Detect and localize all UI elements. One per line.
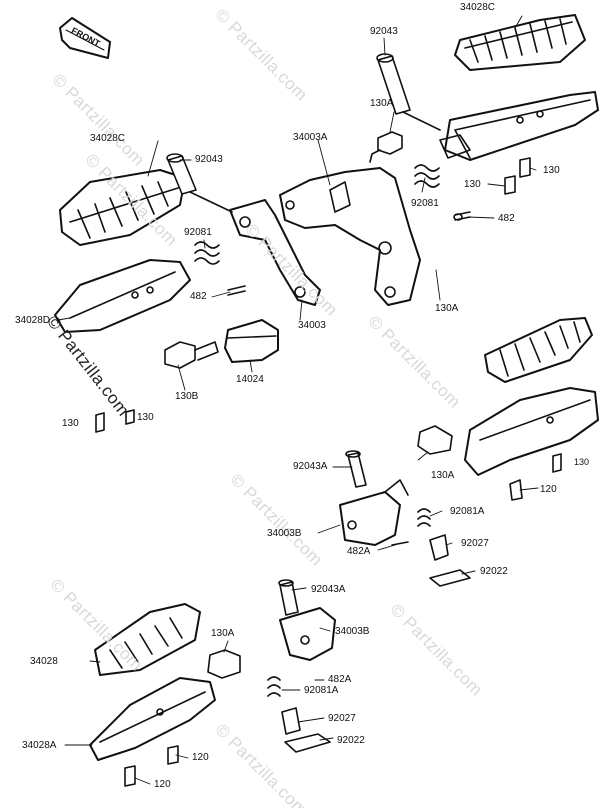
pin-92043-left — [166, 153, 233, 213]
cotter-482a-middle — [391, 541, 409, 546]
callout-34003b-bottom: 34003B — [335, 626, 370, 637]
bracket-34003 — [229, 199, 321, 306]
pin-92043a-bottom — [278, 579, 299, 616]
front-arrow-icon — [59, 17, 111, 59]
pin-92043-top — [376, 53, 441, 131]
callout-120-middle: 120 — [540, 484, 557, 495]
callout-92081-left: 92081 — [184, 227, 212, 238]
callout-130a-bottom: 130A — [211, 628, 235, 639]
callout-130-middle: 130 — [574, 457, 590, 467]
callout-14024: 14024 — [236, 374, 264, 385]
callout-92081-right: 92081 — [411, 198, 439, 209]
leader-lines — [57, 15, 539, 785]
callout-130a-mid: 130A — [431, 470, 455, 481]
callout-34028: 34028 — [30, 656, 58, 667]
callout-130-left-2: 130 — [137, 412, 154, 423]
bracket-34003b-middle — [339, 479, 409, 546]
callout-92022-middle: 92022 — [480, 566, 508, 577]
callout-482-right: 482 — [498, 213, 515, 224]
callout-120-bottom-1: 120 — [192, 752, 209, 763]
pin-92027-bottom — [281, 707, 301, 735]
bolt-120-middle — [509, 479, 523, 501]
footpeg-bracket-middle — [464, 387, 599, 476]
callout-92027-middle: 92027 — [461, 538, 489, 549]
bolt-130-middle — [552, 453, 562, 473]
cotter-482-left — [227, 285, 246, 296]
callout-130b: 130B — [175, 391, 199, 402]
callout-92043-left: 92043 — [195, 154, 223, 165]
footpeg-bracket-left — [54, 259, 191, 333]
bolt-120-bottom — [124, 745, 179, 787]
callout-34003: 34003 — [298, 320, 326, 331]
callout-34003b-middle: 34003B — [267, 528, 302, 539]
cotter-482-right — [453, 211, 471, 221]
bracket-34003b-bottom — [279, 607, 336, 661]
spring-92081-left — [194, 241, 220, 265]
callout-130-right-2: 130 — [464, 179, 481, 190]
callout-92043-top: 92043 — [370, 26, 398, 37]
footpeg-rubber-top-right — [454, 14, 586, 71]
callout-92081a-bottom: 92081A — [304, 685, 339, 696]
callout-92022-bottom: 92022 — [337, 735, 365, 746]
callout-482a-middle: 482A — [347, 546, 371, 557]
callout-34003a: 34003A — [293, 132, 328, 143]
callout-130-left-1: 130 — [62, 418, 79, 429]
switch-14024 — [224, 319, 279, 363]
callout-120-bottom-2: 120 — [154, 779, 171, 790]
footpeg-rubber-middle — [484, 317, 593, 383]
callout-92081a-middle: 92081A — [450, 506, 485, 517]
callout-34028c-left: 34028C — [90, 133, 126, 144]
bolt-130a-middle — [417, 425, 453, 455]
bolt-130-right — [504, 157, 531, 195]
callout-34028c-top: 34028C — [460, 2, 496, 13]
bracket-34003a — [279, 167, 421, 306]
spring-92081-right — [414, 164, 440, 188]
callout-130-right-1: 130 — [543, 165, 560, 176]
footpeg-bracket-top-right — [439, 91, 599, 161]
callout-92043a-middle: 92043A — [293, 461, 328, 472]
spring-92081a-bottom — [267, 676, 281, 697]
footpeg-bracket-bottom — [89, 677, 216, 761]
callout-92027-bottom: 92027 — [328, 713, 356, 724]
callout-482a-bottom: 482A — [328, 674, 352, 685]
pin-92027-middle — [429, 534, 449, 561]
plate-92022-bottom — [284, 733, 331, 753]
callout-92043a-bottom: 92043A — [311, 584, 346, 595]
callout-34028d: 34028D — [15, 315, 51, 326]
bolt-130a-bottom — [207, 649, 241, 679]
callout-130a-top: 130A — [370, 98, 394, 109]
pin-92043a-middle — [345, 450, 367, 488]
bolt-130a-top — [369, 131, 403, 163]
footpeg-rubber-bottom — [94, 603, 201, 676]
plate-92022-middle — [429, 569, 471, 587]
bolt-130b — [164, 341, 219, 369]
bolt-130-left — [95, 409, 135, 433]
footpeg-rubber-left — [59, 169, 186, 246]
callout-130a-middle: 130A — [435, 303, 459, 314]
callout-482-left: 482 — [190, 291, 207, 302]
callout-34028a: 34028A — [22, 740, 57, 751]
spring-92081a-middle — [417, 508, 431, 527]
